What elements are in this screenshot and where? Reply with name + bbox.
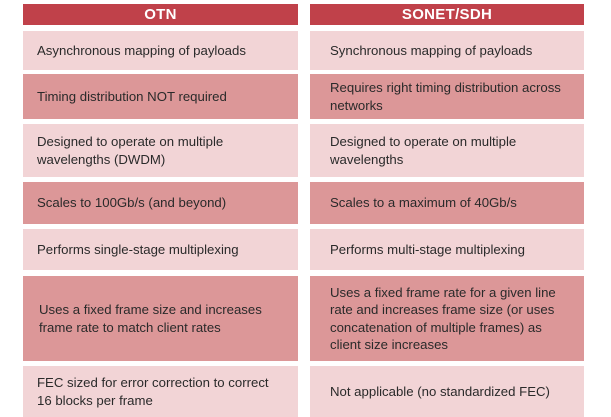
sonet-cell-wavelengths: Designed to operate on multiple waveleng… <box>310 124 584 177</box>
sonet-cell-multiplexing: Performs multi-stage multiplexing <box>310 229 584 270</box>
sonet-cell-fec: Not applicable (no standardized FEC) <box>310 366 584 417</box>
sonet-cell-timing: Requires right timing distribution acros… <box>310 74 584 119</box>
otn-cell-frame: Uses a fixed frame size and increases fr… <box>23 276 298 361</box>
sonet-sdh-header: SONET/SDH <box>310 4 584 25</box>
otn-cell-multiplexing: Performs single-stage multiplexing <box>23 229 298 270</box>
otn-cell-timing: Timing distribution NOT required <box>23 74 298 119</box>
otn-cell-mapping: Asynchronous mapping of payloads <box>23 31 298 70</box>
sonet-cell-mapping: Synchronous mapping of payloads <box>310 31 584 70</box>
otn-cell-scale: Scales to 100Gb/s (and beyond) <box>23 182 298 224</box>
otn-cell-fec: FEC sized for error correction to correc… <box>23 366 298 417</box>
otn-header: OTN <box>23 4 298 25</box>
otn-cell-wavelengths: Designed to operate on multiple waveleng… <box>23 124 298 177</box>
sonet-cell-frame: Uses a fixed frame rate for a given line… <box>310 276 584 361</box>
sonet-cell-scale: Scales to a maximum of 40Gb/s <box>310 182 584 224</box>
